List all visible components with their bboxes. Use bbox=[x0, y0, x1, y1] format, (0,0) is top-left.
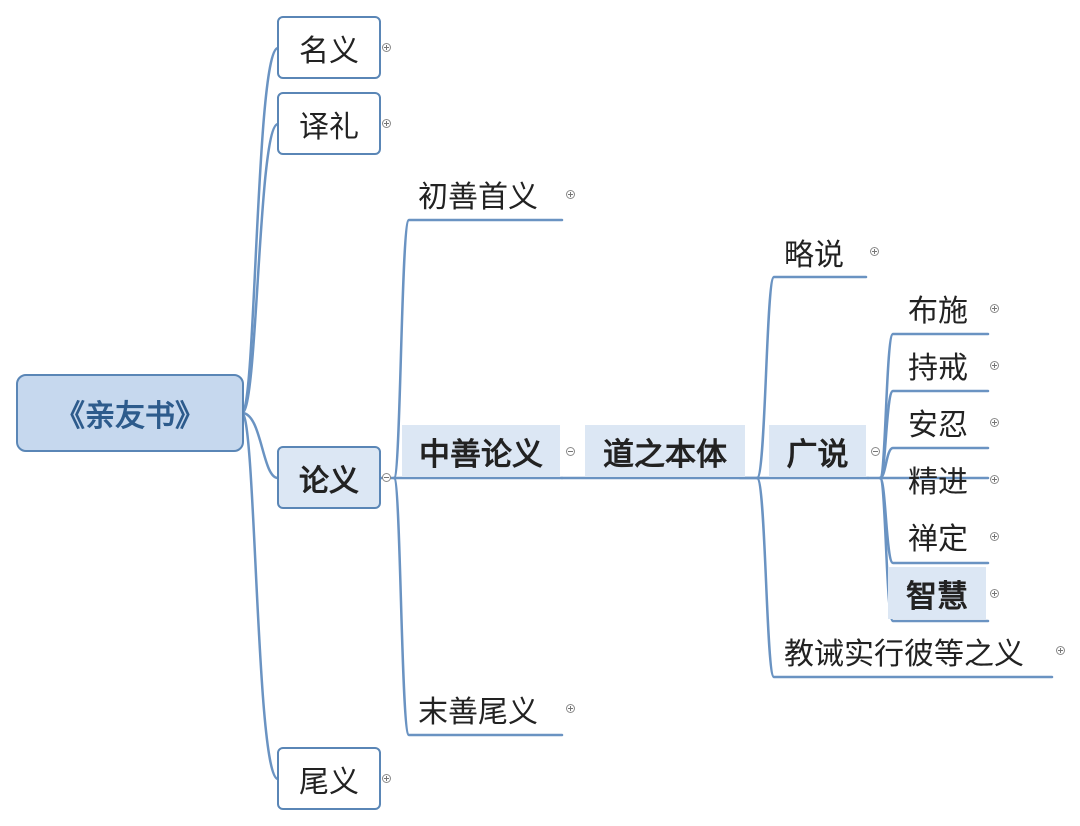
expand-icon[interactable] bbox=[1056, 646, 1065, 655]
collapse-icon[interactable] bbox=[566, 447, 575, 456]
node-daozhi[interactable]: 道之本体 bbox=[585, 425, 745, 477]
node-jiaojie-label: 教诫实行彼等之义 bbox=[784, 637, 1024, 672]
node-daozhi-label: 道之本体 bbox=[603, 436, 727, 473]
expand-icon[interactable] bbox=[990, 589, 999, 598]
node-anren[interactable]: 安忍 bbox=[896, 400, 980, 444]
node-guangshuo[interactable]: 广说 bbox=[769, 425, 866, 477]
node-chanding-label: 禅定 bbox=[908, 522, 968, 557]
expand-icon[interactable] bbox=[382, 774, 391, 783]
link-root-mingyi bbox=[240, 46, 280, 415]
node-zhongshan-label: 中善论义 bbox=[419, 436, 543, 473]
node-bushi[interactable]: 布施 bbox=[896, 286, 980, 330]
node-weiyi[interactable]: 尾义 bbox=[277, 747, 381, 810]
root-node[interactable]: 《亲友书》 bbox=[16, 374, 244, 452]
link-root-yili bbox=[240, 122, 280, 415]
node-moshan[interactable]: 末善尾义 bbox=[418, 687, 558, 731]
collapse-icon[interactable] bbox=[871, 447, 880, 456]
node-mingyi[interactable]: 名义 bbox=[277, 16, 381, 79]
node-zhihui-label: 智慧 bbox=[906, 578, 968, 615]
node-lunyi[interactable]: 论义 bbox=[277, 446, 381, 509]
expand-icon[interactable] bbox=[566, 190, 575, 199]
link-lunyi-moshan bbox=[392, 476, 564, 737]
node-moshan-label: 末善尾义 bbox=[418, 695, 538, 730]
expand-icon[interactable] bbox=[990, 418, 999, 427]
root-label: 《亲友书》 bbox=[55, 399, 205, 434]
collapse-icon[interactable] bbox=[382, 473, 391, 482]
expand-icon[interactable] bbox=[990, 475, 999, 484]
expand-icon[interactable] bbox=[382, 43, 391, 52]
node-bushi-label: 布施 bbox=[908, 294, 968, 329]
node-yili[interactable]: 译礼 bbox=[277, 92, 381, 155]
node-chijie-label: 持戒 bbox=[908, 351, 968, 386]
node-chushan[interactable]: 初善首义 bbox=[418, 172, 558, 216]
link-lunyi-chushan bbox=[392, 218, 564, 480]
expand-icon[interactable] bbox=[870, 247, 879, 256]
expand-icon[interactable] bbox=[990, 361, 999, 370]
node-chijie[interactable]: 持戒 bbox=[896, 343, 980, 387]
node-zhihui[interactable]: 智慧 bbox=[888, 567, 986, 619]
expand-icon[interactable] bbox=[566, 704, 575, 713]
node-yili-label: 译礼 bbox=[299, 109, 359, 145]
node-chanding[interactable]: 禅定 bbox=[896, 514, 980, 558]
node-chushan-label: 初善首义 bbox=[418, 180, 538, 215]
node-jingjin[interactable]: 精进 bbox=[896, 457, 980, 501]
link-root-weiyi bbox=[240, 411, 280, 781]
node-anren-label: 安忍 bbox=[908, 408, 968, 443]
node-lueshuo[interactable]: 略说 bbox=[784, 230, 864, 274]
link-guangshuo-6 bbox=[878, 476, 990, 623]
expand-icon[interactable] bbox=[382, 119, 391, 128]
link-root-lunyi bbox=[240, 411, 280, 480]
expand-icon[interactable] bbox=[990, 532, 999, 541]
link-daozhi-jiaojie bbox=[755, 476, 1054, 679]
node-lueshuo-label: 略说 bbox=[784, 238, 844, 273]
node-zhongshan[interactable]: 中善论义 bbox=[402, 425, 560, 477]
expand-icon[interactable] bbox=[990, 304, 999, 313]
node-jingjin-label: 精进 bbox=[908, 465, 968, 500]
node-jiaojie[interactable]: 教诫实行彼等之义 bbox=[784, 629, 1052, 673]
link-daozhi-lueshuo bbox=[755, 275, 868, 480]
node-lunyi-label: 论义 bbox=[299, 463, 359, 499]
node-weiyi-label: 尾义 bbox=[299, 764, 359, 800]
node-mingyi-label: 名义 bbox=[299, 33, 359, 69]
node-guangshuo-label: 广说 bbox=[786, 436, 849, 473]
